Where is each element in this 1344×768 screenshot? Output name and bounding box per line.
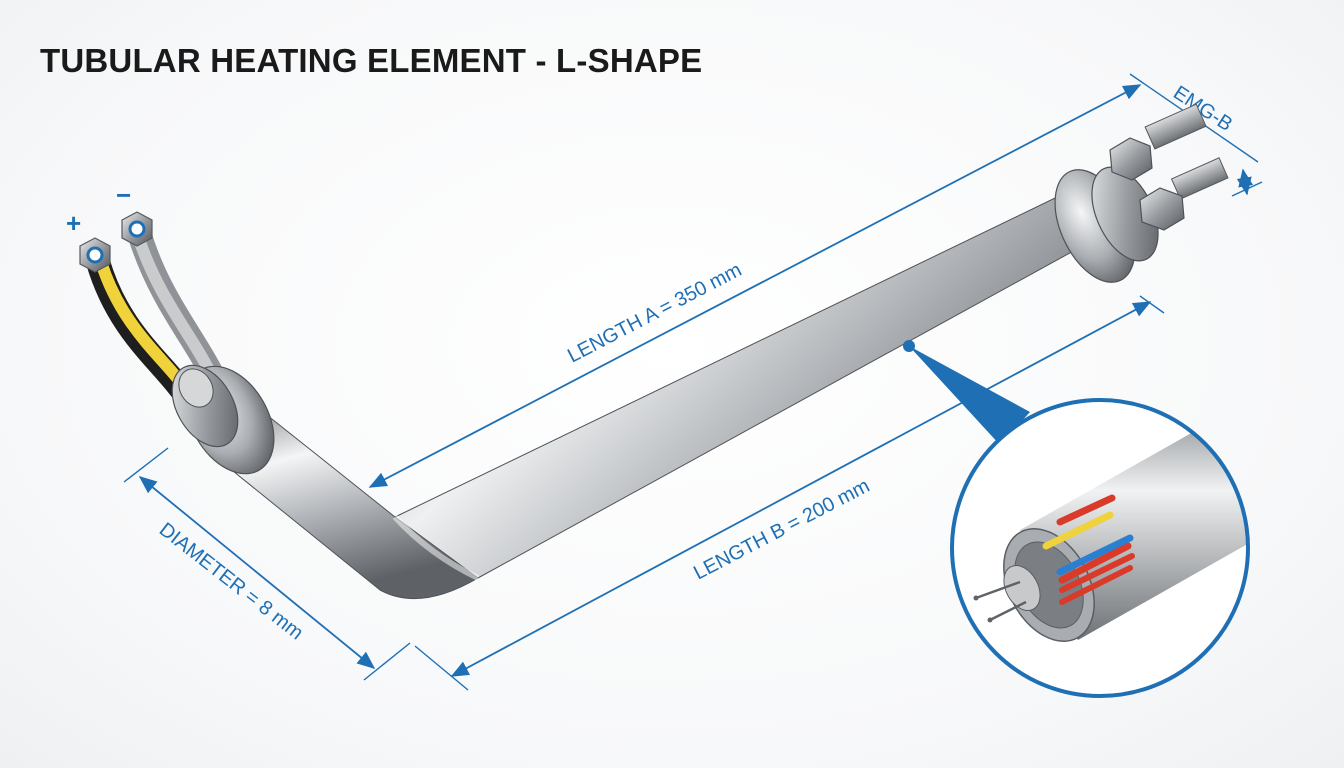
cross-section-callout [903, 340, 1030, 445]
terminal-stud-lower-icon [1139, 157, 1229, 231]
positive-terminal-mark: + [66, 208, 81, 238]
diameter-label: DIAMETER = 8 mm [155, 519, 307, 645]
cross-section-magnifier-icon [950, 398, 1250, 698]
left-flange [171, 364, 275, 475]
tube-length-b [211, 399, 480, 600]
terminal-stud-upper-icon [1109, 103, 1207, 181]
page-title: TUBULAR HEATING ELEMENT - L-SHAPE [40, 42, 703, 79]
right-flange [1054, 166, 1159, 283]
tube-length-a [394, 184, 1109, 579]
length-b-label: LENGTH B = 200 mm [690, 475, 873, 585]
terminal-nut-negative-icon [121, 211, 153, 247]
length-a-label: LENGTH A = 350 mm [564, 259, 745, 368]
terminal-nut-positive-icon [79, 237, 111, 273]
negative-terminal-mark: − [116, 180, 131, 210]
